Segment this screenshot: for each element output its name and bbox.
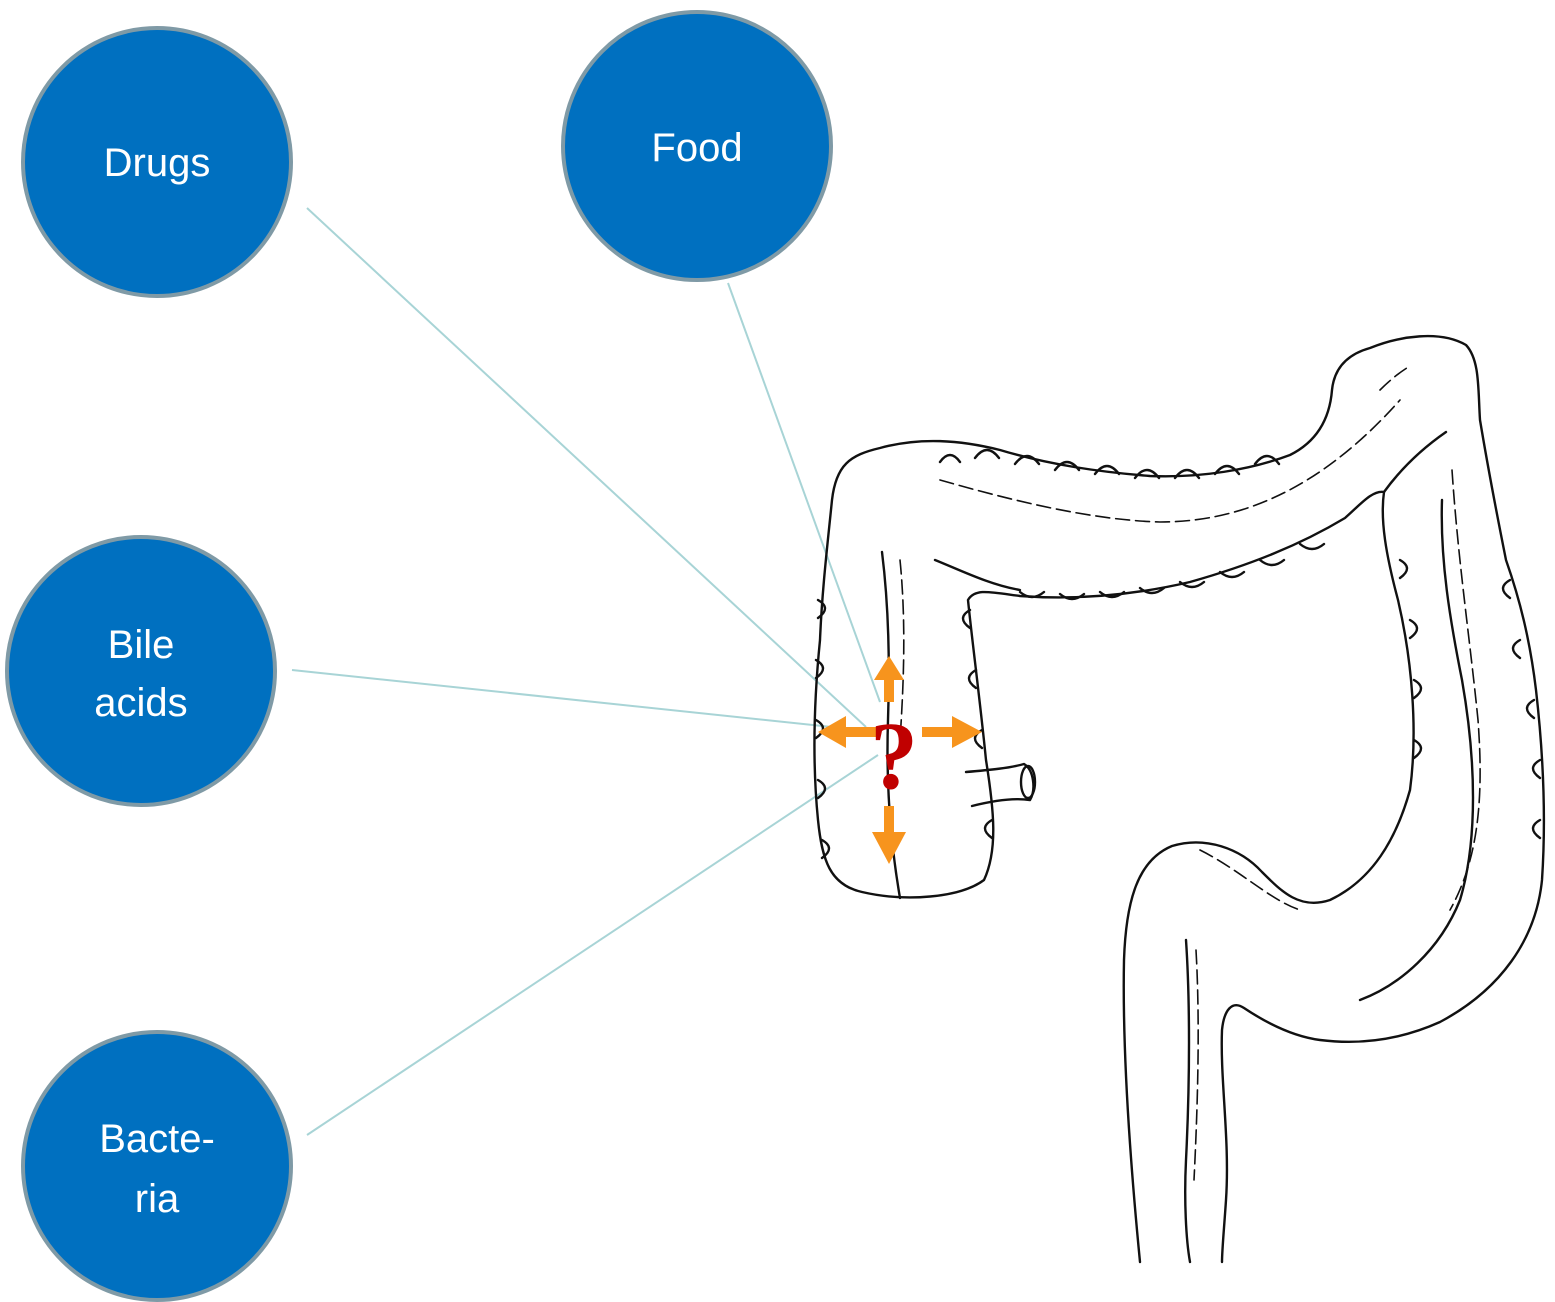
node-bacteria: Bacte- ria: [23, 1032, 291, 1300]
arrow-right: [922, 727, 956, 737]
arrow-up-head: [874, 656, 904, 680]
arrow-down: [884, 806, 894, 836]
connector-bile: [292, 670, 860, 730]
node-drugs: Drugs: [23, 28, 291, 296]
arrow-left-head: [818, 716, 846, 748]
node-drugs-label: Drugs: [104, 141, 211, 185]
node-bacteria-circle: [23, 1032, 291, 1300]
colon-illustration: [814, 336, 1544, 1262]
connector-bacteria: [307, 755, 878, 1135]
node-bile-acids-label-line1: Bile: [108, 623, 175, 667]
node-bile-acids-label-line2: acids: [94, 681, 187, 725]
question-mark: ?: [870, 702, 918, 809]
connectors: [292, 208, 880, 1135]
connector-drugs: [307, 208, 866, 727]
node-bile-acids-circle: [7, 537, 275, 805]
node-bacteria-label-line1: Bacte-: [99, 1117, 215, 1161]
node-bacteria-label-line2: ria: [135, 1177, 180, 1221]
arrow-down-head: [872, 832, 906, 864]
node-food-label: Food: [651, 126, 742, 170]
node-food: Food: [563, 12, 831, 280]
four-way-arrow-icon: ?: [818, 656, 982, 864]
connector-food: [728, 283, 880, 702]
node-bile-acids: Bile acids: [7, 537, 275, 805]
